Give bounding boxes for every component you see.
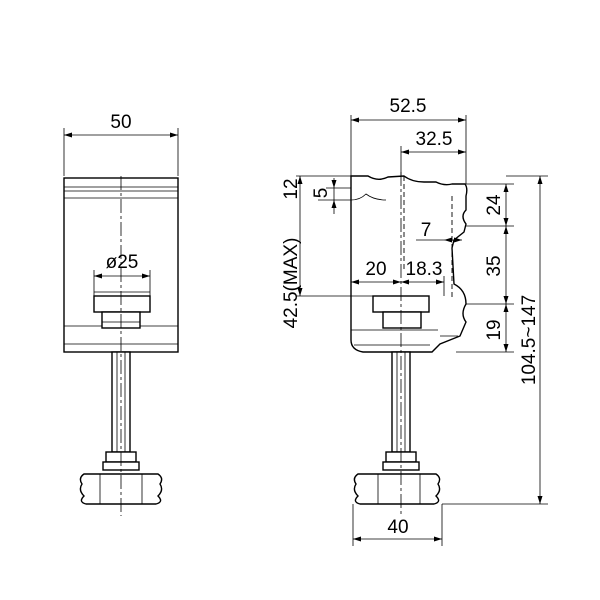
lower-height-label: 19 xyxy=(484,319,505,340)
knob-width-label: 40 xyxy=(387,517,408,538)
max-opening-label: 42.5(MAX) xyxy=(281,238,302,329)
jaw-width-label: 32.5 xyxy=(416,129,453,150)
pad-right-label: 18.3 xyxy=(406,259,443,280)
pad-left-label: 20 xyxy=(365,259,386,280)
width-dimension-label: 50 xyxy=(110,112,131,133)
bore-diameter-label: ø25 xyxy=(106,252,139,273)
overall-width-label: 52.5 xyxy=(390,96,427,117)
side-view: 52.5 32.5 12 5 42.5(MAX) 20 18.3 xyxy=(281,96,548,546)
mid-height-label: 35 xyxy=(484,255,505,276)
notch-label: 7 xyxy=(421,220,432,241)
side-knob xyxy=(353,473,441,505)
jaw-recess-label: 5 xyxy=(311,188,332,199)
front-view: 50 ø25 xyxy=(63,112,179,516)
front-pressure-pad xyxy=(93,295,151,313)
top-thickness-label: 12 xyxy=(281,178,302,199)
side-c-frame xyxy=(350,175,468,353)
overall-height-label: 104.5~147 xyxy=(519,295,540,385)
upper-height-label: 24 xyxy=(484,194,505,216)
